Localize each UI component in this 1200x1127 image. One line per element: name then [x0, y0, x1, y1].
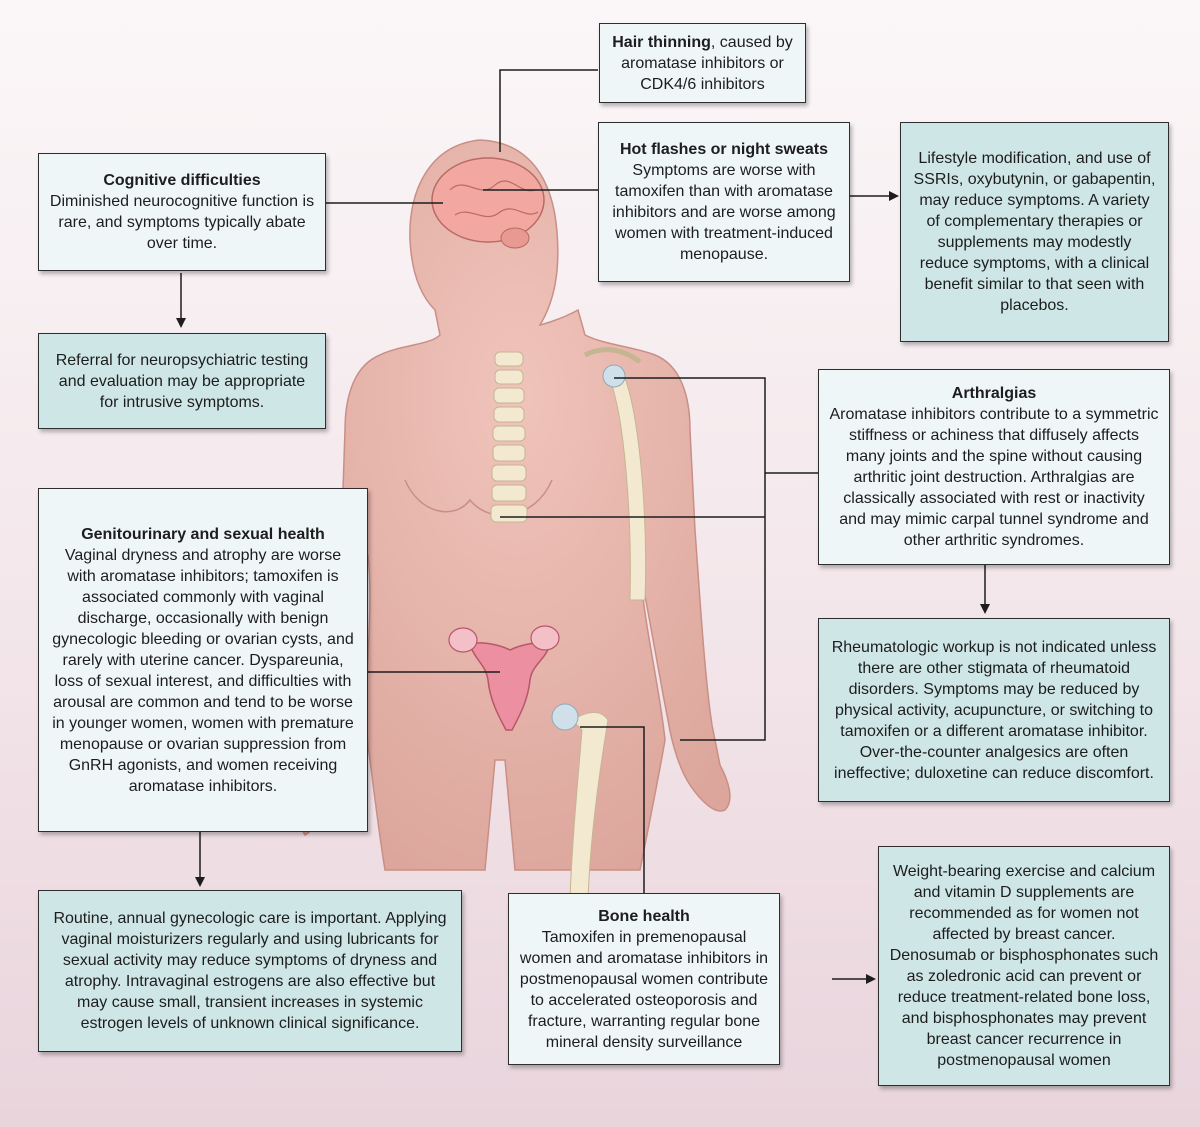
- genitourinary-text: Vaginal dryness and atrophy are worse wi…: [52, 546, 354, 795]
- cognitive-management-text: Referral for neuropsychiatric testing an…: [55, 351, 309, 411]
- bone-management-box: Weight-bearing exercise and calcium and …: [878, 846, 1170, 1086]
- genitourinary-title: Genitourinary and sexual health: [81, 525, 325, 543]
- bone-health-text: Tamoxifen in premenopausal women and aro…: [519, 928, 769, 1051]
- cognitive-difficulties-title: Cognitive difficulties: [103, 172, 261, 189]
- hot-flashes-title: Hot flashes or night sweats: [619, 141, 829, 158]
- uterus-illustration: [448, 625, 560, 731]
- cognitive-management-box: Referral for neuropsychiatric testing an…: [38, 333, 326, 429]
- genitourinary-management-text: Routine, annual gynecologic care is impo…: [53, 910, 447, 1032]
- arthralgias-management-box: Rheumatologic workup is not indicated un…: [818, 618, 1170, 802]
- hot-flashes-management-text: Lifestyle modification, and use of SSRIs…: [913, 150, 1156, 314]
- cognitive-difficulties-text: Diminished neurocognitive function is ra…: [49, 193, 315, 252]
- bone-health-title: Bone health: [598, 907, 690, 925]
- bone-health-box: Bone health Tamoxifen in premenopausal w…: [508, 893, 780, 1065]
- brain-illustration: [431, 157, 545, 249]
- arthralgias-title: Arthralgias: [951, 385, 1037, 402]
- arthralgias-management-text: Rheumatologic workup is not indicated un…: [831, 638, 1157, 782]
- genitourinary-box: Genitourinary and sexual health Vaginal …: [38, 488, 368, 832]
- spine-illustration: [490, 351, 528, 523]
- connector-lines: [325, 69, 818, 893]
- arthralgias-box: Arthralgias Aromatase inhibitors contrib…: [818, 369, 1170, 565]
- cognitive-difficulties-box: Cognitive difficulties Diminished neuroc…: [38, 153, 326, 271]
- hair-thinning-text: , caused by aromatase inhibitors or CDK4…: [621, 33, 793, 93]
- genitourinary-management-box: Routine, annual gynecologic care is impo…: [38, 890, 462, 1052]
- hot-flashes-management-box: Lifestyle modification, and use of SSRIs…: [900, 122, 1169, 342]
- arthralgias-text: Aromatase inhibitors contribute to a sym…: [829, 406, 1159, 549]
- shoulder-joint-illustration: [583, 347, 647, 601]
- hair-thinning-box: Hair thinning, caused by aromatase inhib…: [599, 23, 806, 103]
- bone-management-text: Weight-bearing exercise and calcium and …: [889, 863, 1159, 1069]
- hot-flashes-text: Symptoms are worse with tamoxifen than w…: [612, 162, 836, 263]
- hair-thinning-title: Hair thinning: [612, 33, 711, 51]
- femur-illustration: [551, 703, 609, 901]
- arrows: [176, 191, 990, 984]
- hot-flashes-box: Hot flashes or night sweats Symptoms are…: [598, 122, 850, 282]
